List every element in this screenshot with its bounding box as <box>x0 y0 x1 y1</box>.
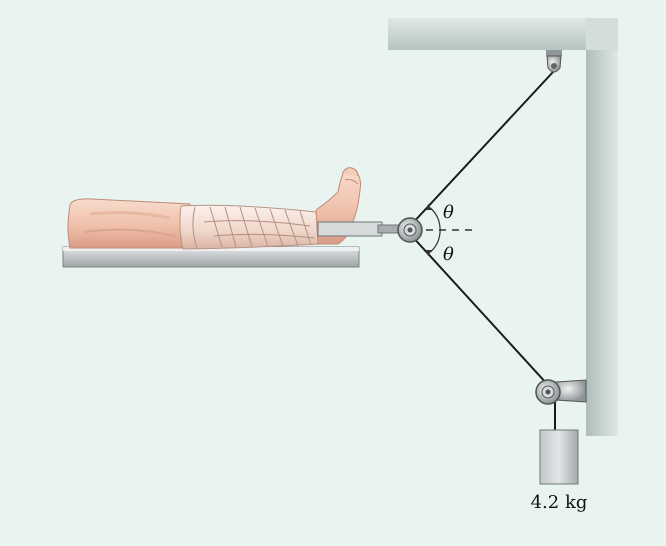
table <box>62 246 360 268</box>
leg <box>67 167 361 250</box>
angle-arc <box>430 207 441 253</box>
rope-lower <box>409 233 549 386</box>
ceiling-wall <box>388 18 618 436</box>
mass-label: 4.2 kg <box>531 492 588 513</box>
upper-pulley <box>546 50 562 73</box>
ceiling <box>388 18 586 50</box>
angle-markers: θ θ <box>426 202 478 265</box>
wall <box>586 18 618 436</box>
weight: 4.2 kg <box>531 429 588 513</box>
lower-pulley <box>535 379 587 405</box>
theta-lower-label: θ <box>443 244 454 265</box>
rope-upper <box>409 71 554 227</box>
theta-upper-label: θ <box>443 202 454 223</box>
foot-traction-bar <box>317 221 403 237</box>
foot-pulley <box>397 217 423 243</box>
